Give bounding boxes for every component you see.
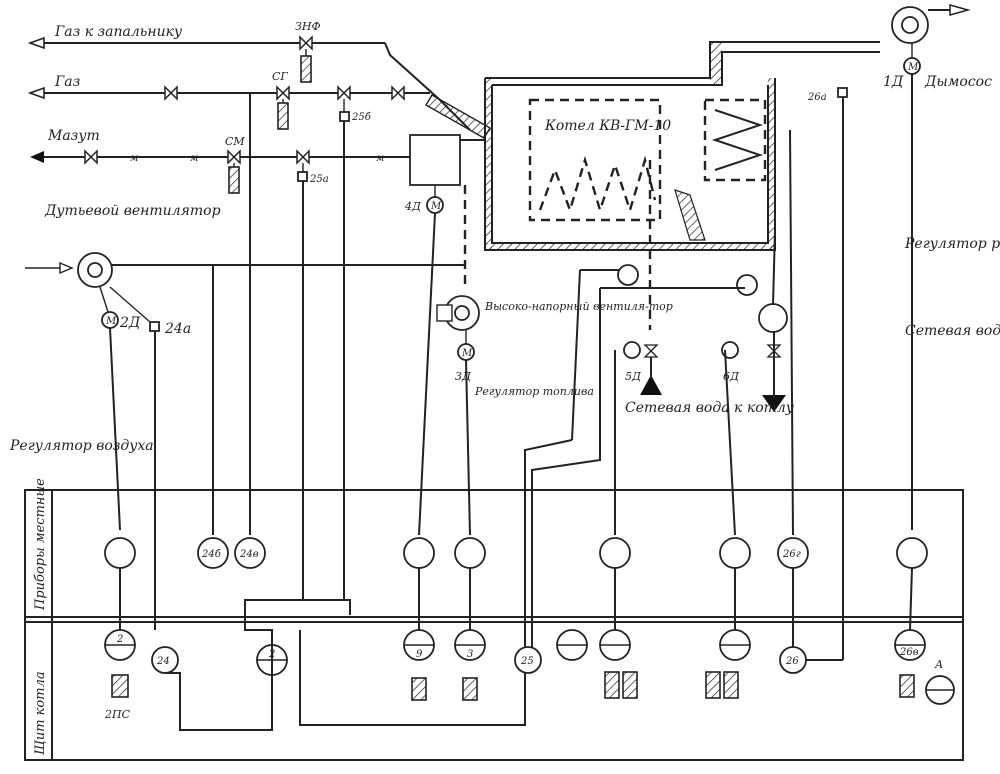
c24b-tag: 24б	[201, 549, 222, 560]
t25b-tag: 25б	[351, 112, 372, 123]
smoke-exhauster: M 1Д Дымосос	[883, 4, 992, 530]
gas-igniter-inlet-arrow	[27, 36, 45, 50]
gas-label: Газ	[54, 74, 80, 90]
svg-text:M: M	[105, 316, 117, 327]
water-lines: 5Д 6Д Сетевая вода к котлу Сетевая вода …	[9, 160, 1000, 454]
air-regulator-label: Регулятор воздуха	[9, 438, 154, 454]
p26-tag: 26	[785, 656, 799, 667]
fuel-pipelines: м м м M	[27, 35, 491, 290]
draft-regulator-label: Регулятор разрежения	[904, 236, 1000, 252]
svg-text:м: м	[376, 153, 384, 164]
blow-fan: M Дутьевой вентилятор 2Д 24а	[25, 203, 465, 630]
fuel-regulator-label: Регулятор топлива	[474, 385, 594, 398]
sg-label: СГ	[272, 70, 288, 83]
d5-tag: 5Д	[625, 370, 642, 383]
d4-tag: 4Д	[404, 200, 422, 213]
p26v-tag: 26в	[899, 647, 919, 658]
svg-text:M: M	[907, 62, 919, 73]
key-switches	[111, 671, 915, 701]
svg-text:м: м	[190, 153, 198, 164]
panel-a-label: А	[934, 658, 943, 671]
boiler: Котел КВ-ГМ-10	[484, 41, 880, 251]
boiler-label: Котел КВ-ГМ-10	[544, 118, 671, 134]
d3-tag: 3Д	[455, 370, 472, 383]
znf-label: ЗНФ	[295, 20, 321, 33]
svg-text:м: м	[130, 153, 138, 164]
p3-tag: 3	[467, 649, 473, 660]
net-water-to-boiler-label: Сетевая вода к котлу	[625, 400, 795, 416]
boiler-panel-label: Щит котла	[33, 671, 48, 755]
panel-section: Приборы местные Щит котла 24б 24в 26г 2 …	[24, 478, 964, 761]
hp-fan: M 3Д Высоко-напорный вентиля-тор Регулят…	[436, 295, 673, 398]
fuel-oil-label: Мазут	[47, 128, 100, 144]
local-instruments-row: 24б 24в 26г	[104, 537, 928, 569]
signal-lines	[212, 93, 794, 650]
p9-tag: 9	[416, 649, 423, 660]
t26a-tag: 26а	[807, 92, 827, 103]
p2-tag: 2	[116, 634, 123, 645]
panel-2pc-label: 2ПС	[104, 708, 131, 721]
gas-inlet-arrow	[27, 86, 45, 100]
p24-tag: 24	[156, 656, 170, 667]
p25-tag: 25	[520, 656, 534, 667]
local-instruments-label: Приборы местные	[33, 478, 48, 611]
sm-label: СМ	[225, 135, 245, 148]
blow-fan-label: Дутьевой вентилятор	[44, 203, 221, 219]
panel-instruments-row: 2 24 2 9 3 25 26 26в	[104, 629, 955, 705]
smoke-exhauster-label: Дымосос	[924, 74, 992, 90]
svg-text:M: M	[430, 201, 442, 212]
gas-igniter-label: Газ к запальнику	[54, 24, 183, 40]
fuel-oil-inlet-arrow	[30, 151, 44, 163]
t25a-tag: 25а	[309, 174, 329, 185]
c26g-tag: 26г	[782, 549, 801, 560]
d1-tag: 1Д	[883, 74, 904, 90]
net-water-from-boiler-label: Сетевая вода от ко	[905, 323, 1000, 339]
t24a-tag: 24а	[164, 321, 191, 337]
d2-tag: 2Д	[119, 315, 141, 331]
svg-text:M: M	[461, 348, 473, 359]
c24v-tag: 24в	[239, 549, 259, 560]
